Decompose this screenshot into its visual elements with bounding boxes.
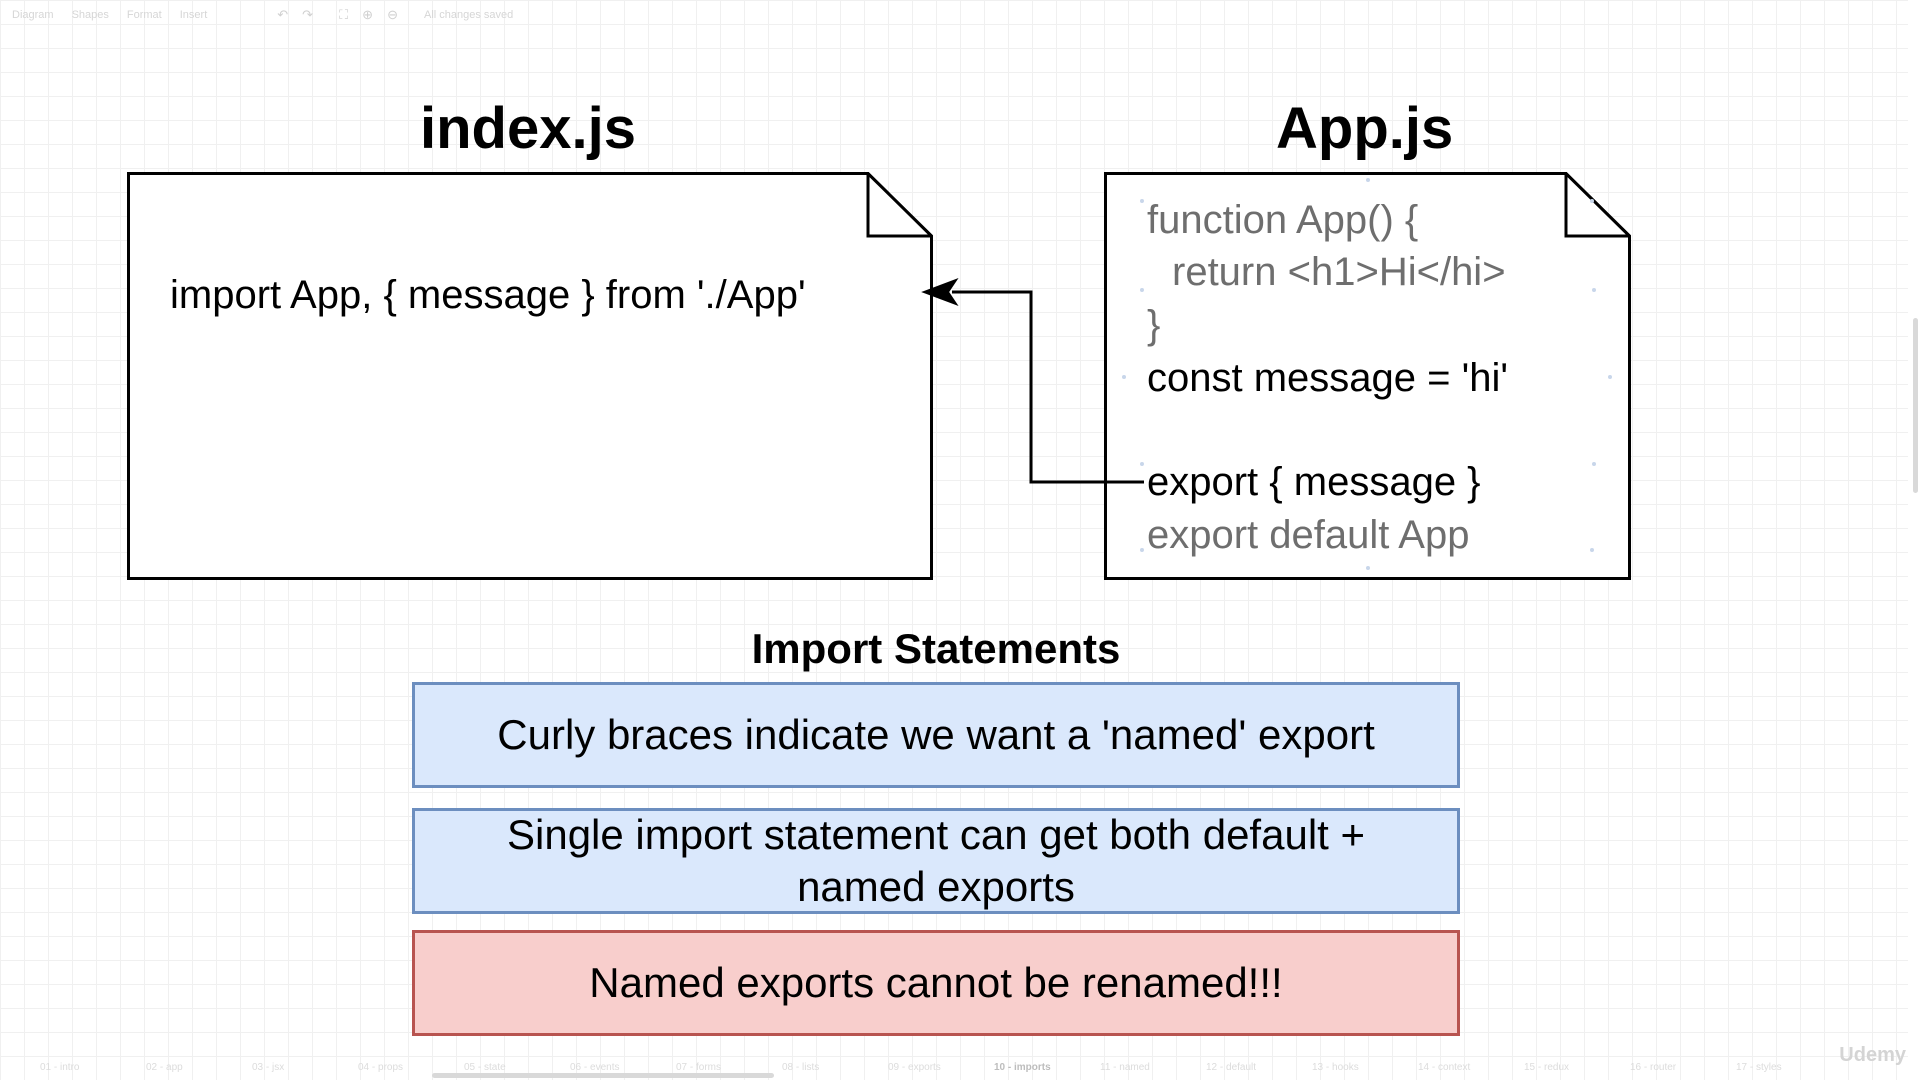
page-tab[interactable]: 15 - redux: [1524, 1062, 1570, 1073]
app-note-shape: [1104, 172, 1631, 580]
page-tab[interactable]: 08 - lists: [782, 1062, 820, 1073]
app-code-line-5: export { message }: [1147, 460, 1481, 504]
app-code-line-2: return <h1>Hi</hi>: [1172, 250, 1506, 294]
page-tab[interactable]: 05 - state: [464, 1062, 506, 1073]
selection-handle[interactable]: [1140, 462, 1144, 466]
selection-handle[interactable]: [1140, 548, 1144, 552]
selection-handle[interactable]: [1590, 199, 1594, 203]
menu-insert[interactable]: Insert: [179, 9, 208, 21]
app-code-line-3: }: [1147, 303, 1161, 347]
page-tab[interactable]: 16 - router: [1630, 1062, 1677, 1073]
selection-handle[interactable]: [1366, 566, 1370, 570]
page-tab[interactable]: 02 - app: [146, 1062, 183, 1073]
selection-handle[interactable]: [1608, 375, 1612, 379]
menu-diagram[interactable]: Diagram: [12, 9, 54, 21]
udemy-watermark: Udemy: [1839, 1044, 1906, 1066]
page-tab[interactable]: 11 - named: [1100, 1062, 1150, 1073]
vertical-scrollbar[interactable]: [1908, 0, 1920, 1080]
page-tab[interactable]: 14 - context: [1418, 1062, 1471, 1073]
menu-format[interactable]: Format: [126, 9, 162, 21]
selection-handle[interactable]: [1366, 178, 1370, 182]
app-code-line-1: function App() {: [1147, 198, 1419, 242]
note-text: Single import statement can get both def…: [506, 811, 1366, 910]
index-note-shape: [127, 172, 933, 580]
zoom-out-icon[interactable]: ⊖: [387, 7, 398, 22]
import-statements-heading: Import Statements: [751, 625, 1121, 672]
note-text: Named exports cannot be renamed!!!: [589, 959, 1283, 1006]
page-tab[interactable]: 13 - hooks: [1312, 1062, 1359, 1073]
app-code-line-4: const message = 'hi': [1147, 356, 1509, 400]
toolbar: Diagram Shapes Format Insert ↶ ↷ ⛶ ⊕ ⊖ A…: [0, 0, 1920, 30]
page-tab[interactable]: 12 - default: [1206, 1062, 1257, 1073]
page-tab[interactable]: 07 - forms: [676, 1062, 722, 1073]
page-tab[interactable]: 01 - intro: [40, 1062, 80, 1073]
page-tab[interactable]: 06 - events: [570, 1062, 620, 1073]
selection-handle[interactable]: [1592, 462, 1596, 466]
redo-icon[interactable]: ↷: [302, 7, 314, 22]
note-named-export-braces[interactable]: Curly braces indicate we want a 'named' …: [412, 682, 1460, 788]
note-no-rename[interactable]: Named exports cannot be renamed!!!: [412, 930, 1460, 1036]
selection-handle[interactable]: [1140, 288, 1144, 292]
page-tab[interactable]: 04 - props: [358, 1062, 404, 1073]
selection-handle[interactable]: [1122, 375, 1126, 379]
page-tab[interactable]: 09 - exports: [888, 1062, 941, 1073]
note-default-and-named[interactable]: Single import statement can get both def…: [412, 808, 1460, 914]
fullscreen-icon[interactable]: ⛶: [339, 7, 349, 22]
app-file-title: App.js: [1276, 96, 1454, 161]
import-statement-code: import App, { message } from './App': [170, 273, 806, 317]
selection-handle[interactable]: [1592, 288, 1596, 292]
undo-icon[interactable]: ↶: [277, 7, 289, 22]
vertical-scrollbar-thumb[interactable]: [1913, 318, 1918, 493]
page-tab[interactable]: 10 - imports: [994, 1062, 1051, 1073]
selection-handle[interactable]: [1590, 548, 1594, 552]
page-tab[interactable]: 17 - styles: [1736, 1062, 1782, 1073]
page-tab[interactable]: 03 - jsx: [252, 1062, 285, 1073]
horizontal-scrollbar-thumb[interactable]: [432, 1073, 774, 1078]
menu-shapes[interactable]: Shapes: [71, 9, 109, 21]
note-text: Curly braces indicate we want a 'named' …: [497, 711, 1375, 758]
app-code-line-6: export default App: [1147, 513, 1470, 557]
zoom-in-icon[interactable]: ⊕: [362, 7, 374, 22]
page-tabs: 01 - intro 02 - app 03 - jsx 04 - props 05 -…: [0, 1058, 1920, 1080]
save-status: All changes saved: [423, 9, 514, 21]
index-file-note[interactable]: [127, 172, 933, 580]
app-file-note[interactable]: [1104, 172, 1631, 580]
selection-handle[interactable]: [1140, 199, 1144, 203]
index-file-title: index.js: [420, 96, 636, 161]
